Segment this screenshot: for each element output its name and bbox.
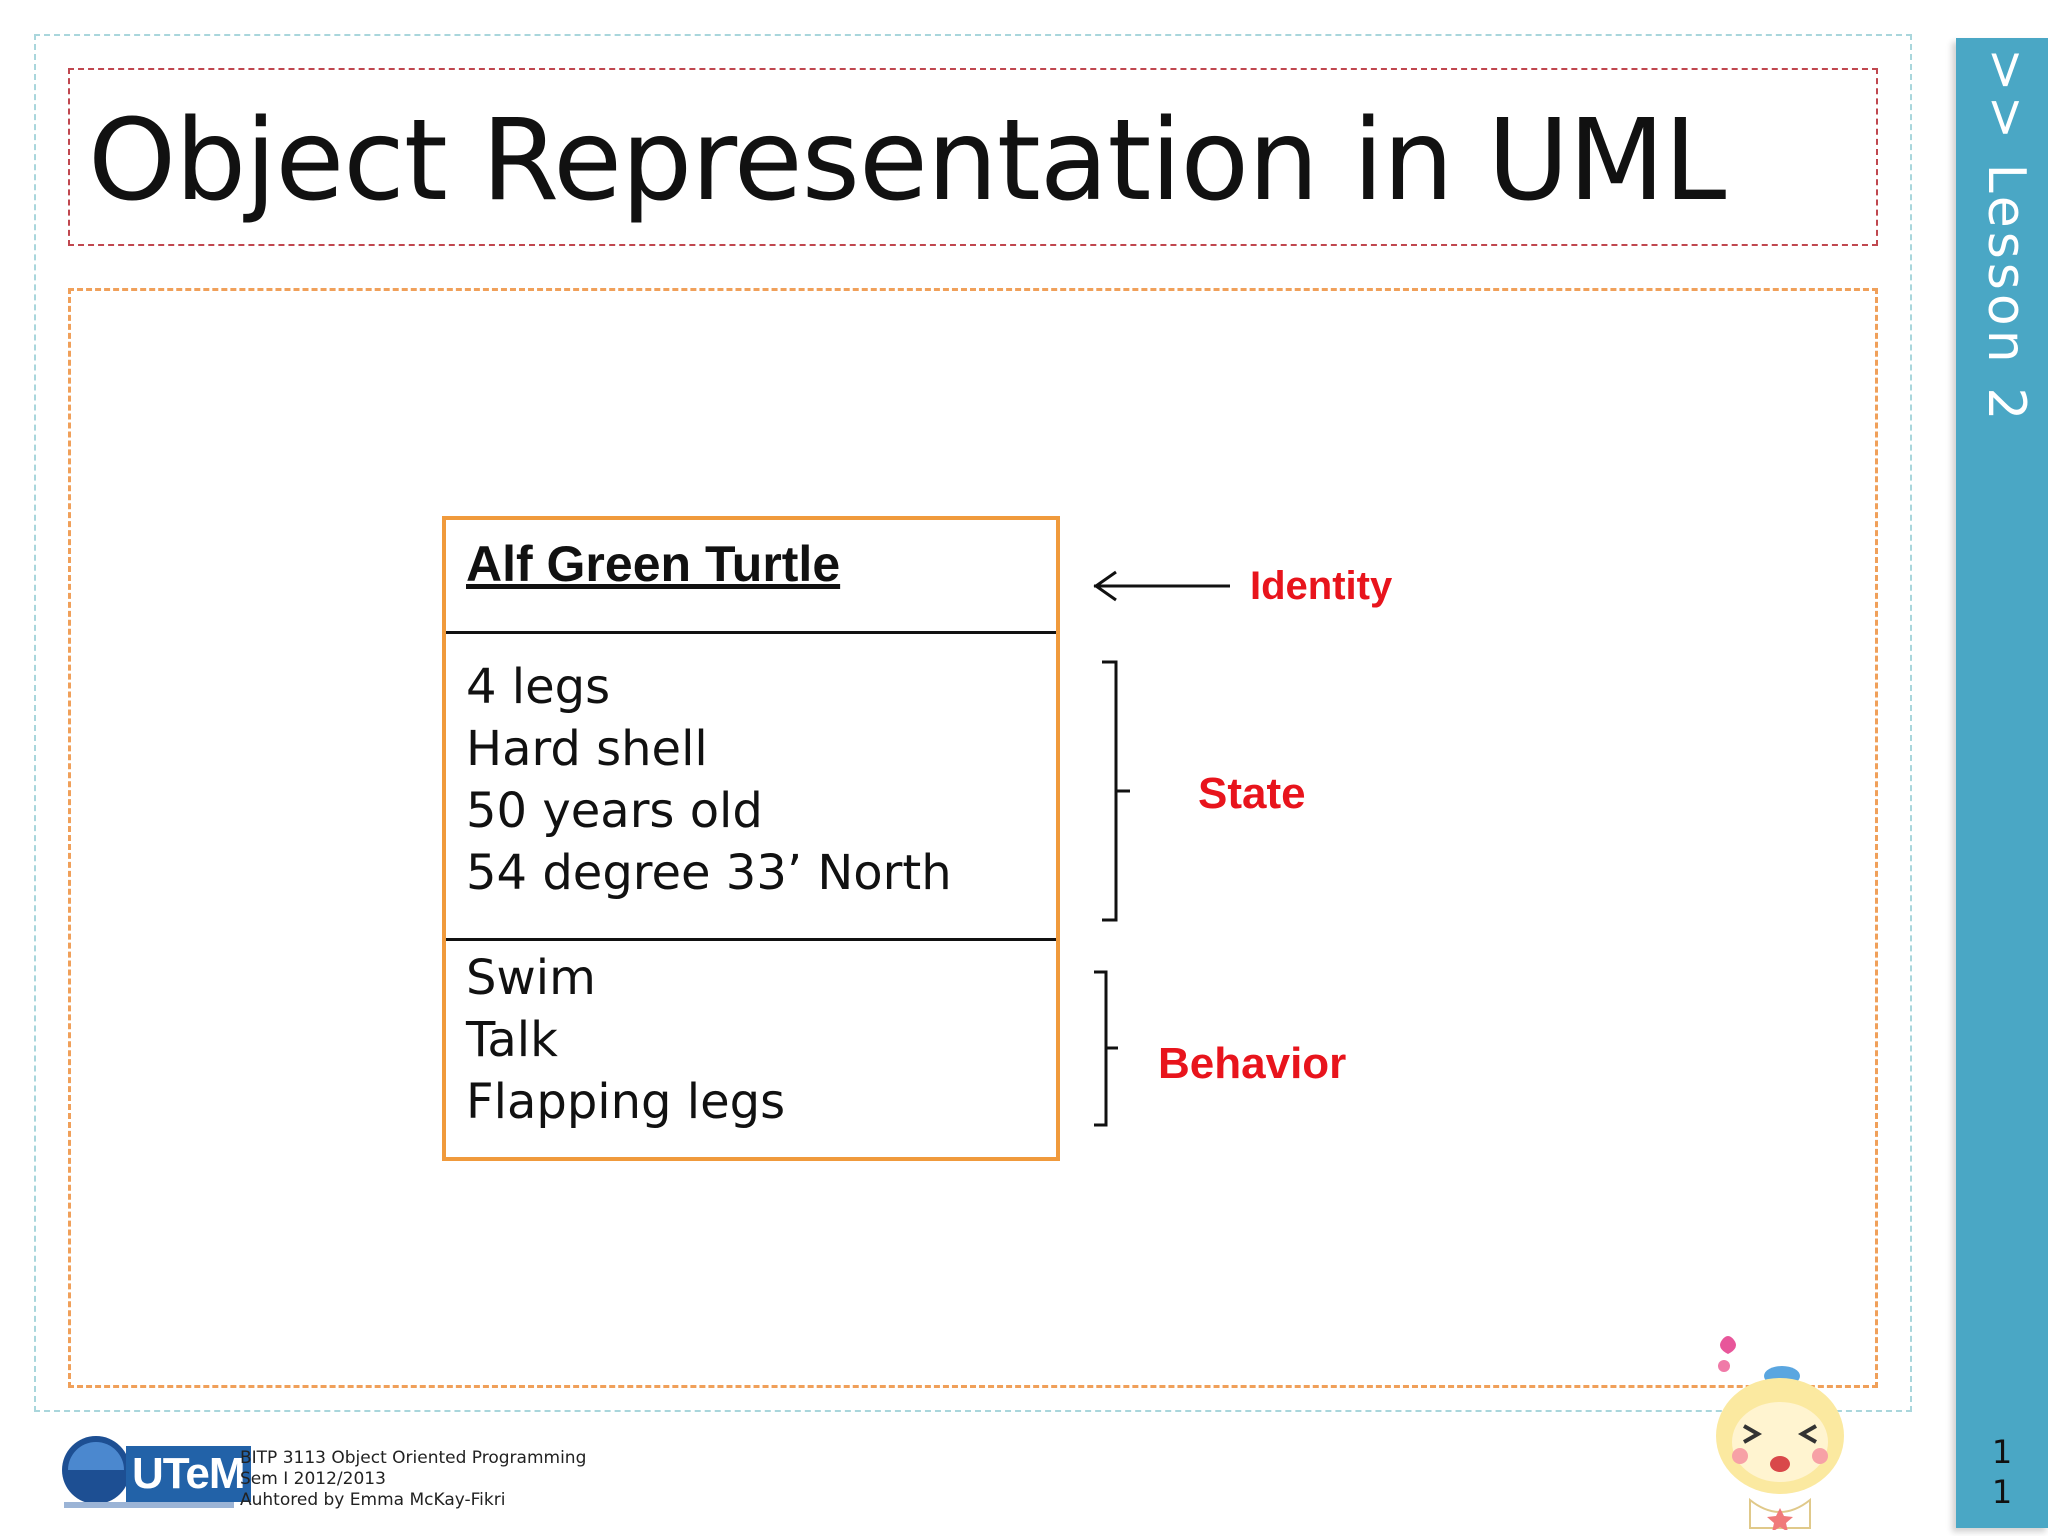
identity-label: Identity xyxy=(1250,562,1392,610)
state-label: State xyxy=(1198,768,1306,820)
brace-icon xyxy=(1094,972,1118,1125)
footer-line: Auhtored by Emma McKay-Fikri xyxy=(240,1490,586,1511)
behavior-label: Behavior xyxy=(1158,1038,1346,1090)
footer-credits: BITP 3113 Object Oriented Programming Se… xyxy=(240,1448,586,1511)
brace-icon xyxy=(1102,662,1130,920)
utem-logo-text: UTeM xyxy=(126,1446,251,1502)
mascot-illustration xyxy=(1700,1330,1860,1530)
footer-line: Sem I 2012/2013 xyxy=(240,1469,586,1490)
arrow-left-icon xyxy=(1094,572,1230,600)
footer-line: BITP 3113 Object Oriented Programming xyxy=(240,1448,586,1469)
